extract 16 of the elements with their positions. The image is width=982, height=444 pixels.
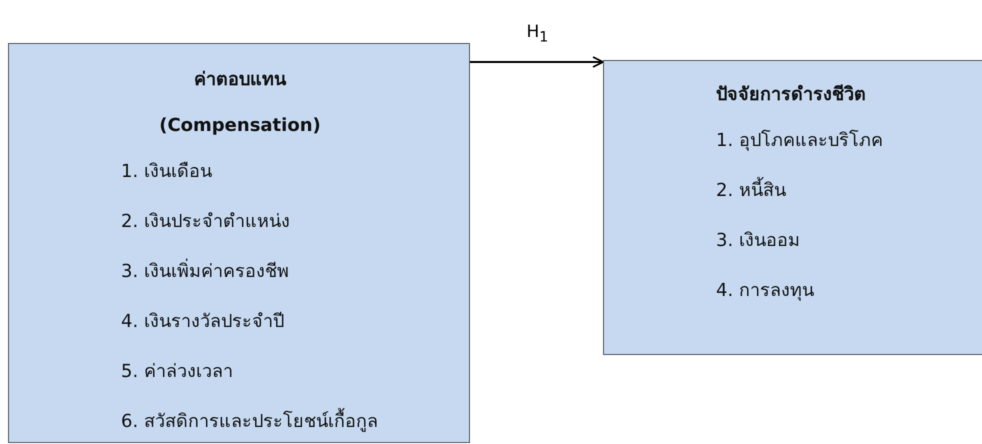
list-item: 2. เงินประจำตำแหน่ง [121, 210, 290, 234]
list-item: 4. การลงทุน [716, 279, 814, 303]
list-item: 3. เงินเพิ่มค่าครองชีพ [121, 260, 289, 284]
arrow [470, 56, 604, 68]
box-heading: ค่าตอบแทน [193, 68, 288, 92]
list-item: 6. สวัสดิการและประโยชน์เกื้อกูล [121, 410, 378, 434]
list-item: 3. เงินออม [716, 229, 800, 253]
list-item: 5. ค่าล่วงเวลา [121, 360, 233, 384]
list-item: 2. หนี้สิน [716, 179, 786, 203]
list-item: 1. เงินเดือน [121, 160, 212, 184]
list-item: 4. เงินรางวัลประจำปี [121, 310, 284, 334]
list-item: 1. อุปโภคและบริโภค [716, 129, 883, 153]
variable-box [603, 60, 982, 355]
box-heading: ปัจจัยการดำรงชีวิต [716, 83, 866, 107]
variable-box [8, 43, 470, 443]
box-heading: (Compensation) [158, 114, 322, 138]
